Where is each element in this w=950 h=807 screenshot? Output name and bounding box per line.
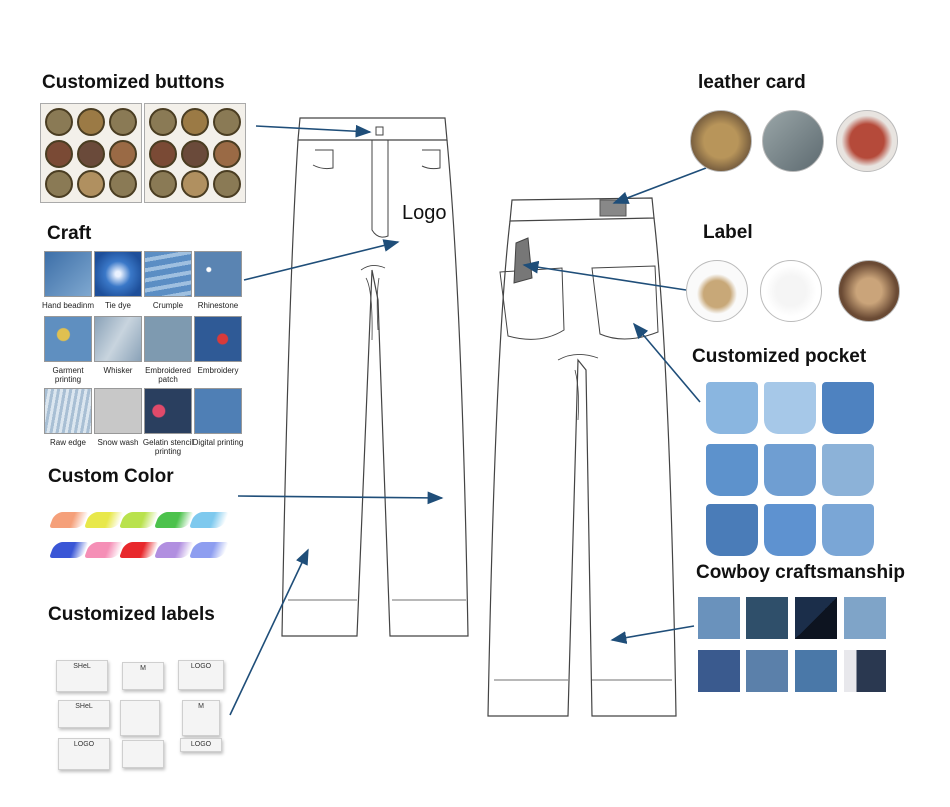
fabric-5 [698, 650, 740, 692]
buttons-image-1 [40, 103, 142, 203]
craft-digital-printing-image [194, 388, 242, 434]
label-tag-9: LOGO [180, 738, 222, 752]
craft-whisker-image [94, 316, 142, 362]
craft-heading: Craft [47, 223, 92, 244]
arrow-label [522, 260, 687, 291]
craft-caption-7: Embroidered patch [145, 366, 191, 384]
craft-garment-printing-image [44, 316, 92, 362]
arrow-color [237, 491, 444, 505]
back-jeans [487, 197, 677, 717]
pocket-heading: Customized pocket [692, 346, 867, 367]
craft-caption-4: Rhinestone [197, 301, 239, 310]
craft-caption-9: Raw edge [49, 438, 87, 447]
front-jeans [281, 117, 469, 637]
arrow-leather [612, 167, 707, 204]
hang-label-3 [838, 260, 900, 322]
pocket-7 [706, 504, 758, 556]
label-tag-5 [120, 700, 160, 736]
arrow-pocket [632, 322, 701, 403]
pocket-2 [764, 382, 816, 434]
craft-caption-8: Embroidery [197, 366, 239, 375]
craft-caption-1: Hand beadinm [41, 301, 95, 310]
label-tag-2: M [122, 662, 164, 690]
buttons-heading: Customized buttons [42, 72, 225, 93]
logo-label: Logo [402, 202, 447, 224]
craft-embroidered-patch-image [144, 316, 192, 362]
label-tag-3: LOGO [178, 660, 224, 690]
cowboy-heading: Cowboy craftsmanship [696, 562, 906, 583]
pocket-6 [822, 444, 874, 496]
pocket-8 [764, 504, 816, 556]
leather-card-3 [836, 110, 898, 172]
arrow-craft [243, 239, 400, 281]
back-leather-patch [599, 199, 627, 217]
label-tag-4: SHeL [58, 700, 110, 728]
fabric-6 [746, 650, 788, 692]
label-tag-6: M [182, 700, 220, 736]
craft-gelatin-stencil-image [144, 388, 192, 434]
label-tag-8 [122, 740, 164, 768]
craft-caption-12: Digital printing [192, 438, 244, 447]
craft-crumple-image [144, 251, 192, 297]
fabric-7 [795, 650, 837, 692]
leather-card-1 [690, 110, 752, 172]
fabric-3 [795, 597, 837, 639]
labels-heading: Customized labels [48, 604, 215, 625]
arrow-buttons [255, 124, 372, 138]
arrow-labels [229, 548, 309, 716]
craft-raw-edge-image [44, 388, 92, 434]
pocket-3 [822, 382, 874, 434]
craft-embroidery-image [194, 316, 242, 362]
fabric-1 [698, 597, 740, 639]
color-heading: Custom Color [48, 466, 174, 487]
front-button [375, 126, 384, 136]
leather-heading: leather card [698, 72, 806, 93]
buttons-image-2 [144, 103, 246, 203]
craft-snow-wash-image [94, 388, 142, 434]
hang-label-1 [686, 260, 748, 322]
pocket-9 [822, 504, 874, 556]
craft-hand-beading-image [44, 251, 92, 297]
arrow-cowboy [610, 625, 695, 644]
craft-caption-11: Gelatin stencil printing [142, 438, 194, 456]
craft-rhinestone-image [194, 251, 242, 297]
leather-card-2 [762, 110, 824, 172]
craft-caption-6: Whisker [103, 366, 133, 375]
craft-caption-10: Snow wash [97, 438, 139, 447]
fabric-8 [844, 650, 886, 692]
fabric-4 [844, 597, 886, 639]
hang-label-2 [760, 260, 822, 322]
fabric-2 [746, 597, 788, 639]
pocket-4 [706, 444, 758, 496]
label-heading: Label [703, 222, 753, 243]
craft-caption-5: Garment printing [52, 366, 84, 384]
label-tag-1: SHeL [56, 660, 108, 692]
pocket-1 [706, 382, 758, 434]
craft-caption-2: Tie dye [105, 301, 131, 310]
pocket-5 [764, 444, 816, 496]
back-hang-tag [513, 237, 533, 284]
craft-caption-3: Crumple [152, 301, 184, 310]
label-tag-7: LOGO [58, 738, 110, 770]
craft-tie-dye-image [94, 251, 142, 297]
